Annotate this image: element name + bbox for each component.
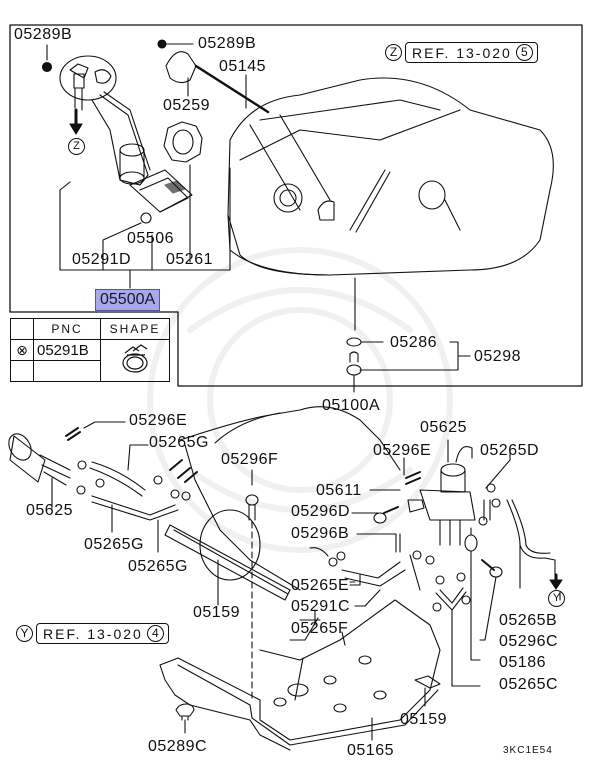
reference-y[interactable]: Y REF. 13-020 4 [16, 623, 169, 644]
view-marker-y: Y [548, 590, 565, 607]
table-header-row: PNC SHAPE [10, 318, 170, 340]
hose-clamp-icon [122, 344, 148, 373]
part-label-05265E[interactable]: 05265E [291, 577, 350, 594]
bracket-05159 [164, 524, 291, 606]
part-label-05265G[interactable]: 05265G [149, 434, 209, 451]
part-label-05611[interactable]: 05611 [316, 482, 362, 499]
skid-plate [159, 599, 441, 751]
part-label-05625[interactable]: 05625 [26, 502, 73, 519]
part-label-05291C[interactable]: 05291C [291, 598, 351, 615]
ref-text: REF. 13-020 [412, 44, 512, 61]
ref-box: REF. 13-020 4 [36, 623, 169, 644]
part-label-05100A[interactable]: 05100A [322, 397, 381, 414]
view-marker-z: Z [68, 138, 85, 155]
part-label-05289B[interactable]: 05289B [14, 26, 73, 43]
part-label-05265F[interactable]: 05265F [291, 620, 349, 637]
part-label-05186[interactable]: 05186 [499, 654, 546, 671]
table-cell-pnc[interactable]: 05291B [33, 339, 101, 361]
part-label-05265D[interactable]: 05265D [480, 442, 540, 459]
bolt-05296F [245, 469, 259, 701]
part-label-05265B[interactable]: 05265B [499, 612, 558, 629]
drain-plug [346, 337, 471, 393]
part-label-05296C[interactable]: 05296C [499, 633, 559, 650]
ref-text: REF. 13-020 [43, 625, 143, 642]
part-label-05296E[interactable]: 05296E [129, 412, 188, 429]
part-label-05296B[interactable]: 05296B [291, 525, 350, 542]
fuel-tank [227, 77, 554, 331]
part-label-05289C[interactable]: 05289C [148, 738, 208, 755]
ref-marker-y: Y [16, 625, 33, 642]
part-label-05625[interactable]: 05625 [420, 419, 467, 436]
ref-sub-number: 5 [515, 44, 533, 61]
diagram-code: 3KC1E54 [503, 745, 553, 756]
part-label-05286[interactable]: 05286 [390, 334, 437, 351]
purge-valve-cluster [309, 439, 563, 687]
clamp-symbol: ⊗ [10, 339, 34, 361]
part-label-05265G[interactable]: 05265G [128, 558, 188, 575]
part-label-05261[interactable]: 05261 [166, 251, 213, 268]
table-cell-shape [100, 339, 170, 382]
watermark-emblem [147, 247, 453, 553]
part-label-05296F[interactable]: 05296F [221, 451, 279, 468]
ref-marker-z: Z [385, 44, 402, 61]
table-row-empty [10, 360, 170, 382]
part-label-05298[interactable]: 05298 [474, 348, 521, 365]
ref-box: REF. 13-020 5 [405, 42, 538, 63]
canister-left [8, 421, 126, 509]
part-label-05159[interactable]: 05159 [400, 711, 447, 728]
part-label-05506[interactable]: 05506 [127, 230, 174, 247]
fuel-pump-assembly [41, 44, 193, 224]
table-header-pnc: PNC [33, 318, 101, 340]
upper-panel-frame [9, 24, 583, 387]
hoses-05265G [76, 412, 281, 553]
gauge-unit [157, 39, 270, 263]
part-label-05291D[interactable]: 05291D [72, 251, 132, 268]
assembly-bracket-lines [59, 167, 231, 289]
part-label-05296E[interactable]: 05296E [373, 442, 432, 459]
part-label-05259[interactable]: 05259 [163, 97, 210, 114]
part-label-05265G[interactable]: 05265G [84, 536, 144, 553]
reference-z[interactable]: Z REF. 13-020 5 [385, 42, 538, 63]
part-label-05165[interactable]: 05165 [347, 742, 394, 759]
part-label-05289B[interactable]: 05289B [198, 35, 257, 52]
part-label-05296D[interactable]: 05296D [291, 503, 351, 520]
highlighted-part-05500A[interactable]: 05500A [95, 289, 161, 311]
part-label-05159[interactable]: 05159 [193, 604, 240, 621]
ref-sub-number: 4 [146, 625, 164, 642]
part-label-05145[interactable]: 05145 [219, 58, 266, 75]
part-label-05265C[interactable]: 05265C [499, 676, 559, 693]
pnc-shape-table: PNC SHAPE ⊗ 05291B [10, 318, 170, 382]
table-header-shape: SHAPE [100, 318, 170, 340]
table-row: ⊗ 05291B [10, 339, 170, 382]
